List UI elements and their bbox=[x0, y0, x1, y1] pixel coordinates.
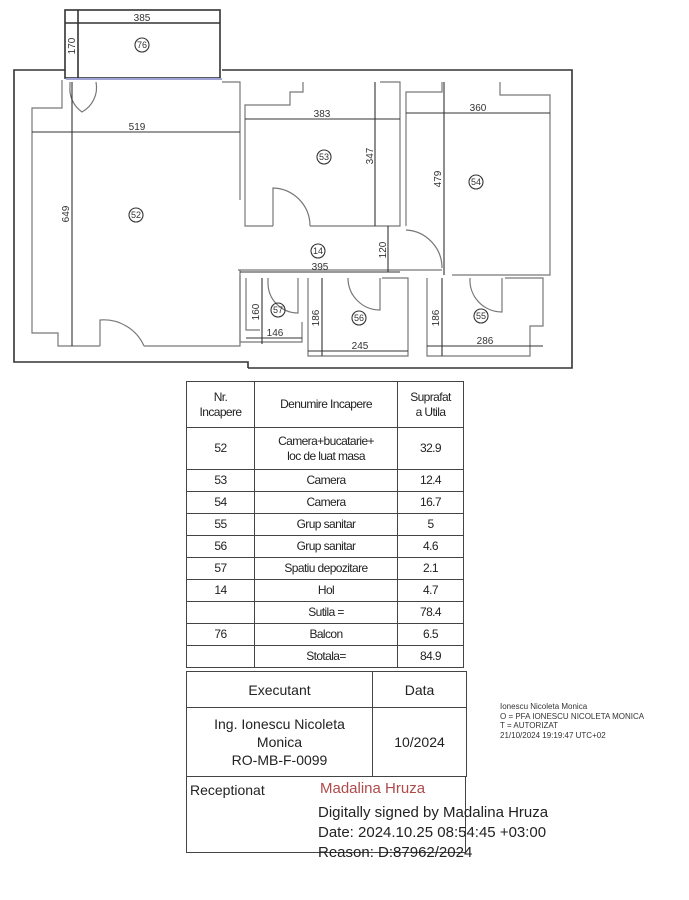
table-row: 54 Camera 16.7 bbox=[186, 491, 464, 514]
receptionat-box bbox=[186, 777, 466, 853]
dim-room57-width: 146 bbox=[267, 328, 284, 339]
room-marker-76: 76 bbox=[137, 40, 147, 50]
dim-room54-height: 479 bbox=[433, 170, 444, 187]
table-row: 56 Grup sanitar 4.6 bbox=[186, 535, 464, 558]
dim-room57-height: 160 bbox=[251, 303, 262, 320]
header-nr: Nr.Incapere bbox=[186, 381, 255, 428]
receptionat-label: Receptionat bbox=[190, 782, 265, 798]
dim-balcony-depth: 170 bbox=[67, 37, 78, 54]
dim-room53-width: 383 bbox=[314, 109, 331, 120]
table-row: 57 Spatiu depozitare 2.1 bbox=[186, 557, 464, 580]
signer-name: Madalina Hruza bbox=[320, 780, 426, 797]
room-marker-55: 55 bbox=[476, 311, 486, 321]
table-row: 53 Camera 12.4 bbox=[186, 469, 464, 492]
dim-room54-width: 360 bbox=[470, 103, 487, 114]
executant-date: 10/2024 bbox=[372, 707, 467, 777]
executant-label: Executant bbox=[186, 671, 373, 708]
digital-signature-details: Digitally signed by Madalina Hruza Date:… bbox=[318, 804, 549, 861]
dim-balcony-width: 385 bbox=[134, 13, 151, 24]
room-marker-57: 57 bbox=[273, 305, 283, 315]
table-row-total: Stotala= 84.9 bbox=[186, 645, 464, 668]
dim-hall-width: 395 bbox=[312, 262, 329, 273]
room-marker-14: 14 bbox=[313, 246, 323, 256]
certificate-stamp: Ionescu Nicoleta Monica O = PFA IONESCU … bbox=[500, 702, 645, 740]
dim-hall-depth: 120 bbox=[378, 241, 389, 258]
table-row-subtotal: Sutila = 78.4 bbox=[186, 601, 464, 624]
dim-room56-width: 245 bbox=[352, 341, 369, 352]
dim-room55-height: 186 bbox=[431, 309, 442, 326]
dim-room56-height: 186 bbox=[311, 309, 322, 326]
header-name: Denumire Incapere bbox=[254, 381, 398, 428]
floor-plan: 385 170 519 649 383 347 360 479 395 120 … bbox=[13, 9, 573, 369]
room-marker-54: 54 bbox=[471, 177, 481, 187]
dim-room52-height: 649 bbox=[61, 205, 72, 222]
dim-room52-width: 519 bbox=[129, 122, 146, 133]
table-row: 76 Balcon 6.5 bbox=[186, 623, 464, 646]
table-row: 52 Camera+bucatarie+loc de luat masa 32.… bbox=[186, 427, 464, 470]
room-marker-53: 53 bbox=[319, 152, 329, 162]
table-row: 55 Grup sanitar 5 bbox=[186, 513, 464, 536]
data-label: Data bbox=[372, 671, 467, 708]
room-marker-56: 56 bbox=[354, 313, 364, 323]
table-row: 14 Hol 4.7 bbox=[186, 579, 464, 602]
outer-wall bbox=[13, 69, 249, 368]
room-marker-52: 52 bbox=[131, 210, 141, 220]
dim-room53-height: 347 bbox=[365, 147, 376, 164]
dim-room55-width: 286 bbox=[477, 336, 494, 347]
